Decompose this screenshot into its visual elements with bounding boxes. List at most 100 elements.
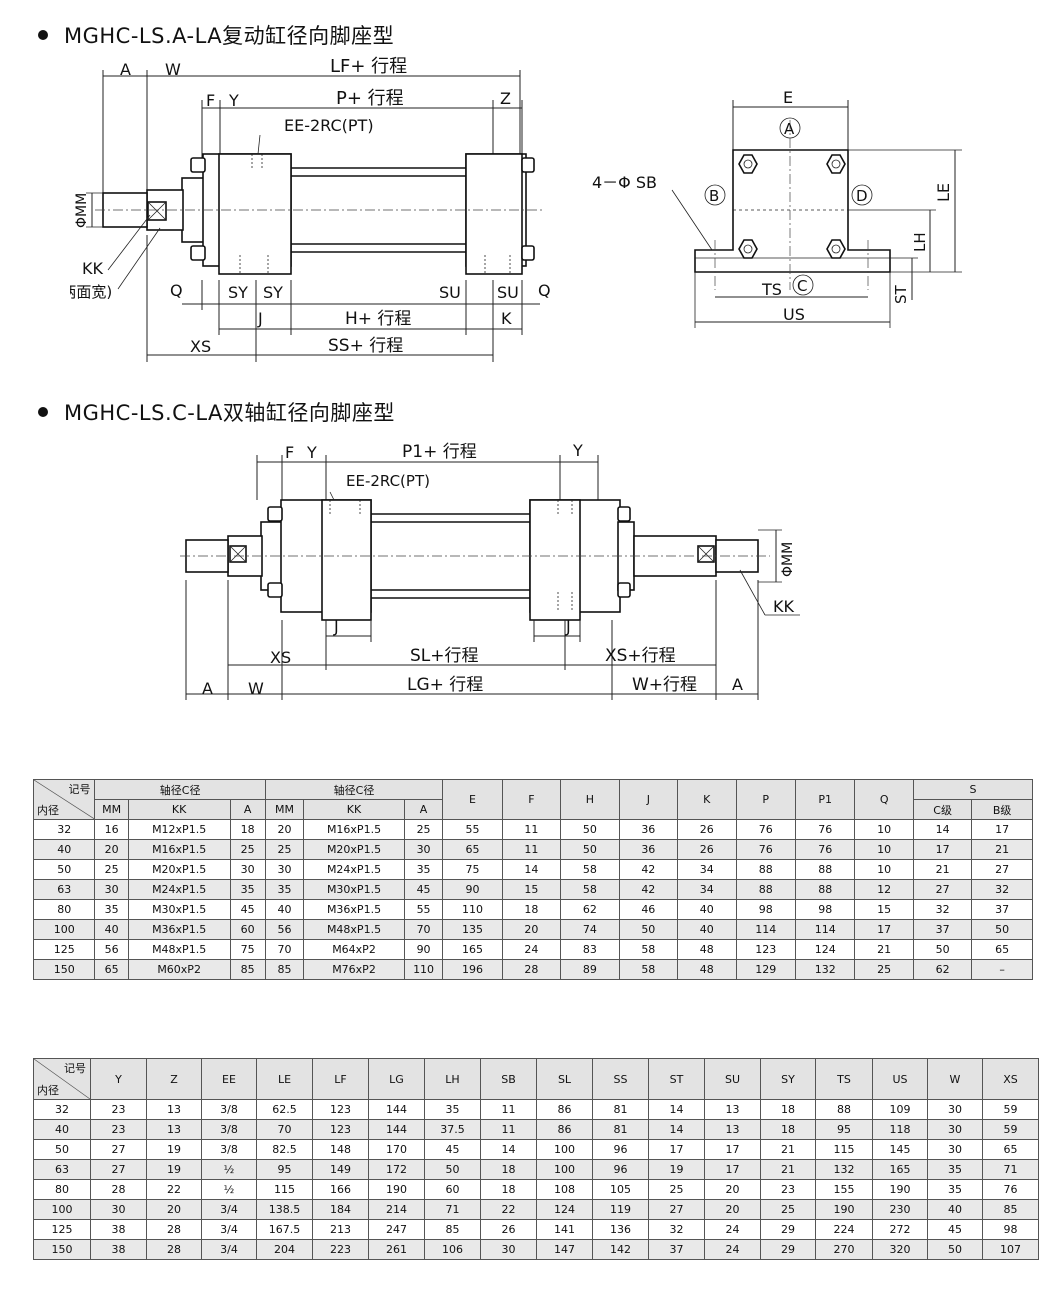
dim-sl: SL+行程 [410, 646, 479, 666]
table-cell: 27 [912, 879, 973, 900]
dim-st: ST [892, 284, 910, 304]
table-cell: 81 [592, 1099, 649, 1120]
bore-size-cell: 100 [32, 919, 96, 940]
bullet-icon [38, 30, 48, 40]
table-cell: 18 [760, 1119, 816, 1140]
table-cell: 58 [560, 859, 620, 880]
table-cell: 62.5 [256, 1099, 313, 1120]
col-header: SS [592, 1058, 649, 1100]
col-header: P1 [794, 779, 856, 820]
table-cell: 34 [677, 859, 737, 880]
col-header: TS [815, 1058, 873, 1100]
col-header: LE [256, 1058, 313, 1100]
table-cell: M24xP1.5 [127, 879, 231, 900]
table-cell: 14 [648, 1119, 705, 1140]
table-cell: M30xP1.5 [303, 879, 405, 900]
table-cell: 40 [94, 919, 129, 940]
col-header: H [560, 779, 620, 820]
table-cell: 24 [704, 1219, 761, 1240]
table-cell: 155 [815, 1179, 873, 1200]
table-cell: 89 [560, 959, 620, 980]
table-cell: 75 [442, 859, 503, 880]
dim-j-right: J [565, 617, 571, 636]
dim-ss: SS+ 行程 [328, 336, 403, 356]
table-cell: 30 [927, 1119, 983, 1140]
dim-us: US [783, 305, 805, 324]
table-cell: 142 [592, 1239, 649, 1260]
dim-p: P+ 行程 [336, 88, 404, 109]
table-cell: M16xP1.5 [127, 839, 231, 860]
table-cell: 21 [912, 859, 973, 880]
table-cell: 10 [854, 819, 914, 840]
table-cell: 17 [912, 839, 973, 860]
table-cell: 110 [442, 899, 503, 920]
table-cell: 30 [90, 1199, 147, 1220]
table-cell: 124 [536, 1199, 593, 1220]
table-cell: 38 [90, 1219, 147, 1240]
table-cell: 32 [648, 1219, 705, 1240]
table-cell: 45 [424, 1139, 481, 1160]
col-header: KK [303, 799, 405, 820]
table-cell: 272 [872, 1219, 928, 1240]
section-c-title: MGHC-LS.C-LA双轴缸径向脚座型 [64, 401, 395, 425]
table-cell: 29 [760, 1219, 816, 1240]
col-header: LG [368, 1058, 425, 1100]
table-cell: M64xP2 [303, 939, 405, 960]
col-header: Y [90, 1058, 147, 1100]
col-header: SB [480, 1058, 537, 1100]
table-cell: 40 [677, 899, 737, 920]
table-cell: 3/4 [201, 1219, 257, 1240]
table-cell: 30 [927, 1139, 983, 1160]
table-cell: 167.5 [256, 1219, 313, 1240]
table-cell: 60 [424, 1179, 481, 1200]
dim-mm: ΦMM [780, 542, 796, 577]
table-cell: 11 [480, 1119, 537, 1140]
dim-q-left: Q [170, 281, 183, 300]
table-cell: 13 [146, 1099, 202, 1120]
table-cell: 48 [677, 939, 737, 960]
table-cell: 144 [368, 1119, 425, 1140]
table-cell: 86 [536, 1119, 593, 1140]
table-cell: 85 [982, 1199, 1039, 1220]
table-cell: 40 [927, 1199, 983, 1220]
table-cell: 40 [264, 899, 305, 920]
table-cell: 138.5 [256, 1199, 313, 1220]
table-cell: 144 [368, 1099, 425, 1120]
table-cell: 40 [677, 919, 737, 940]
table-cell: M36xP1.5 [303, 899, 405, 920]
bore-size-cell: 63 [32, 879, 96, 900]
dim-f: F [285, 443, 294, 462]
table-cell: 147 [536, 1239, 593, 1260]
table-cell: 165 [442, 939, 503, 960]
dim-z: Z [500, 89, 511, 108]
table-cell: 45 [229, 899, 266, 920]
table-cell: 17 [704, 1159, 761, 1180]
table-cell: M12xP1.5 [127, 819, 231, 840]
table-cell: 14 [912, 819, 973, 840]
table-cell: 190 [368, 1179, 425, 1200]
bore-size-cell: 32 [32, 819, 96, 840]
table-cell: 100 [536, 1159, 593, 1180]
table-cell: 18 [480, 1179, 537, 1200]
table-cell: 95 [815, 1119, 873, 1140]
dim-w-right: W+行程 [632, 675, 697, 695]
table-cell: 19 [146, 1139, 202, 1160]
table-cell: 270 [815, 1239, 873, 1260]
table-cell: 108 [536, 1179, 593, 1200]
table-cell: 165 [872, 1159, 928, 1180]
table-cell: 37 [648, 1239, 705, 1260]
table-cell: 88 [794, 859, 856, 880]
table-cell: 204 [256, 1239, 313, 1260]
table-cell: 32 [912, 899, 973, 920]
table-cell: M20xP1.5 [303, 839, 405, 860]
label-a-circled: A [784, 120, 795, 138]
table-cell: 11 [501, 819, 562, 840]
table-cell: 35 [229, 879, 266, 900]
table-cell: 50 [618, 919, 679, 940]
table-cell: 45 [403, 879, 444, 900]
table-cell: 30 [264, 859, 305, 880]
drawing-side-view: E A B D C 4－Φ SB LE LH ST TS US [592, 88, 962, 328]
table-cell: 65 [982, 1139, 1039, 1160]
